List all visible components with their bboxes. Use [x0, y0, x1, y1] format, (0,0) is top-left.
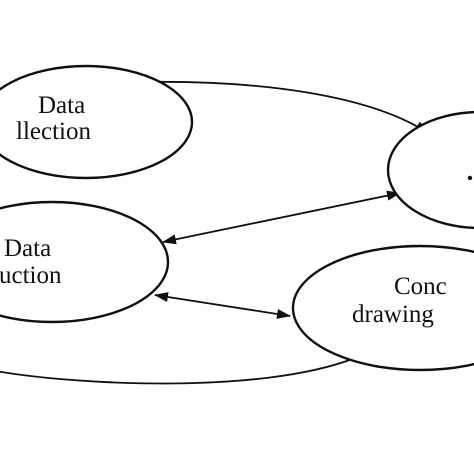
node-data-collection-shape	[0, 64, 194, 180]
node-data-collection-label-line2: llection	[16, 118, 91, 145]
node-data-collection[interactable]: Data llection	[0, 64, 194, 180]
node-conclusion-drawing-label-line2: drawing	[352, 301, 434, 328]
node-data-reduction[interactable]: Data uction	[0, 200, 170, 324]
edge-conclusion-to-reduction	[0, 357, 356, 385]
node-data-reduction-label-line2: uction	[0, 262, 62, 289]
node-data-collection-label-line1: Data	[38, 92, 85, 119]
node-conclusion-drawing-label-line1: Conc	[394, 273, 447, 300]
edge-reduction-conclusion	[154, 292, 291, 319]
node-data-display[interactable]	[386, 110, 474, 230]
node-conclusion-drawing-shape	[291, 244, 474, 372]
node-data-reduction-shape	[0, 200, 170, 324]
node-data-reduction-label-line1: Data	[4, 235, 51, 262]
node-data-display-label-fragment	[467, 175, 473, 181]
node-data-display-shape	[386, 110, 474, 230]
edge-collection-to-display	[139, 80, 429, 134]
edge-reduction-display	[162, 190, 401, 245]
node-conclusion-drawing[interactable]: Conc drawing	[291, 244, 474, 372]
